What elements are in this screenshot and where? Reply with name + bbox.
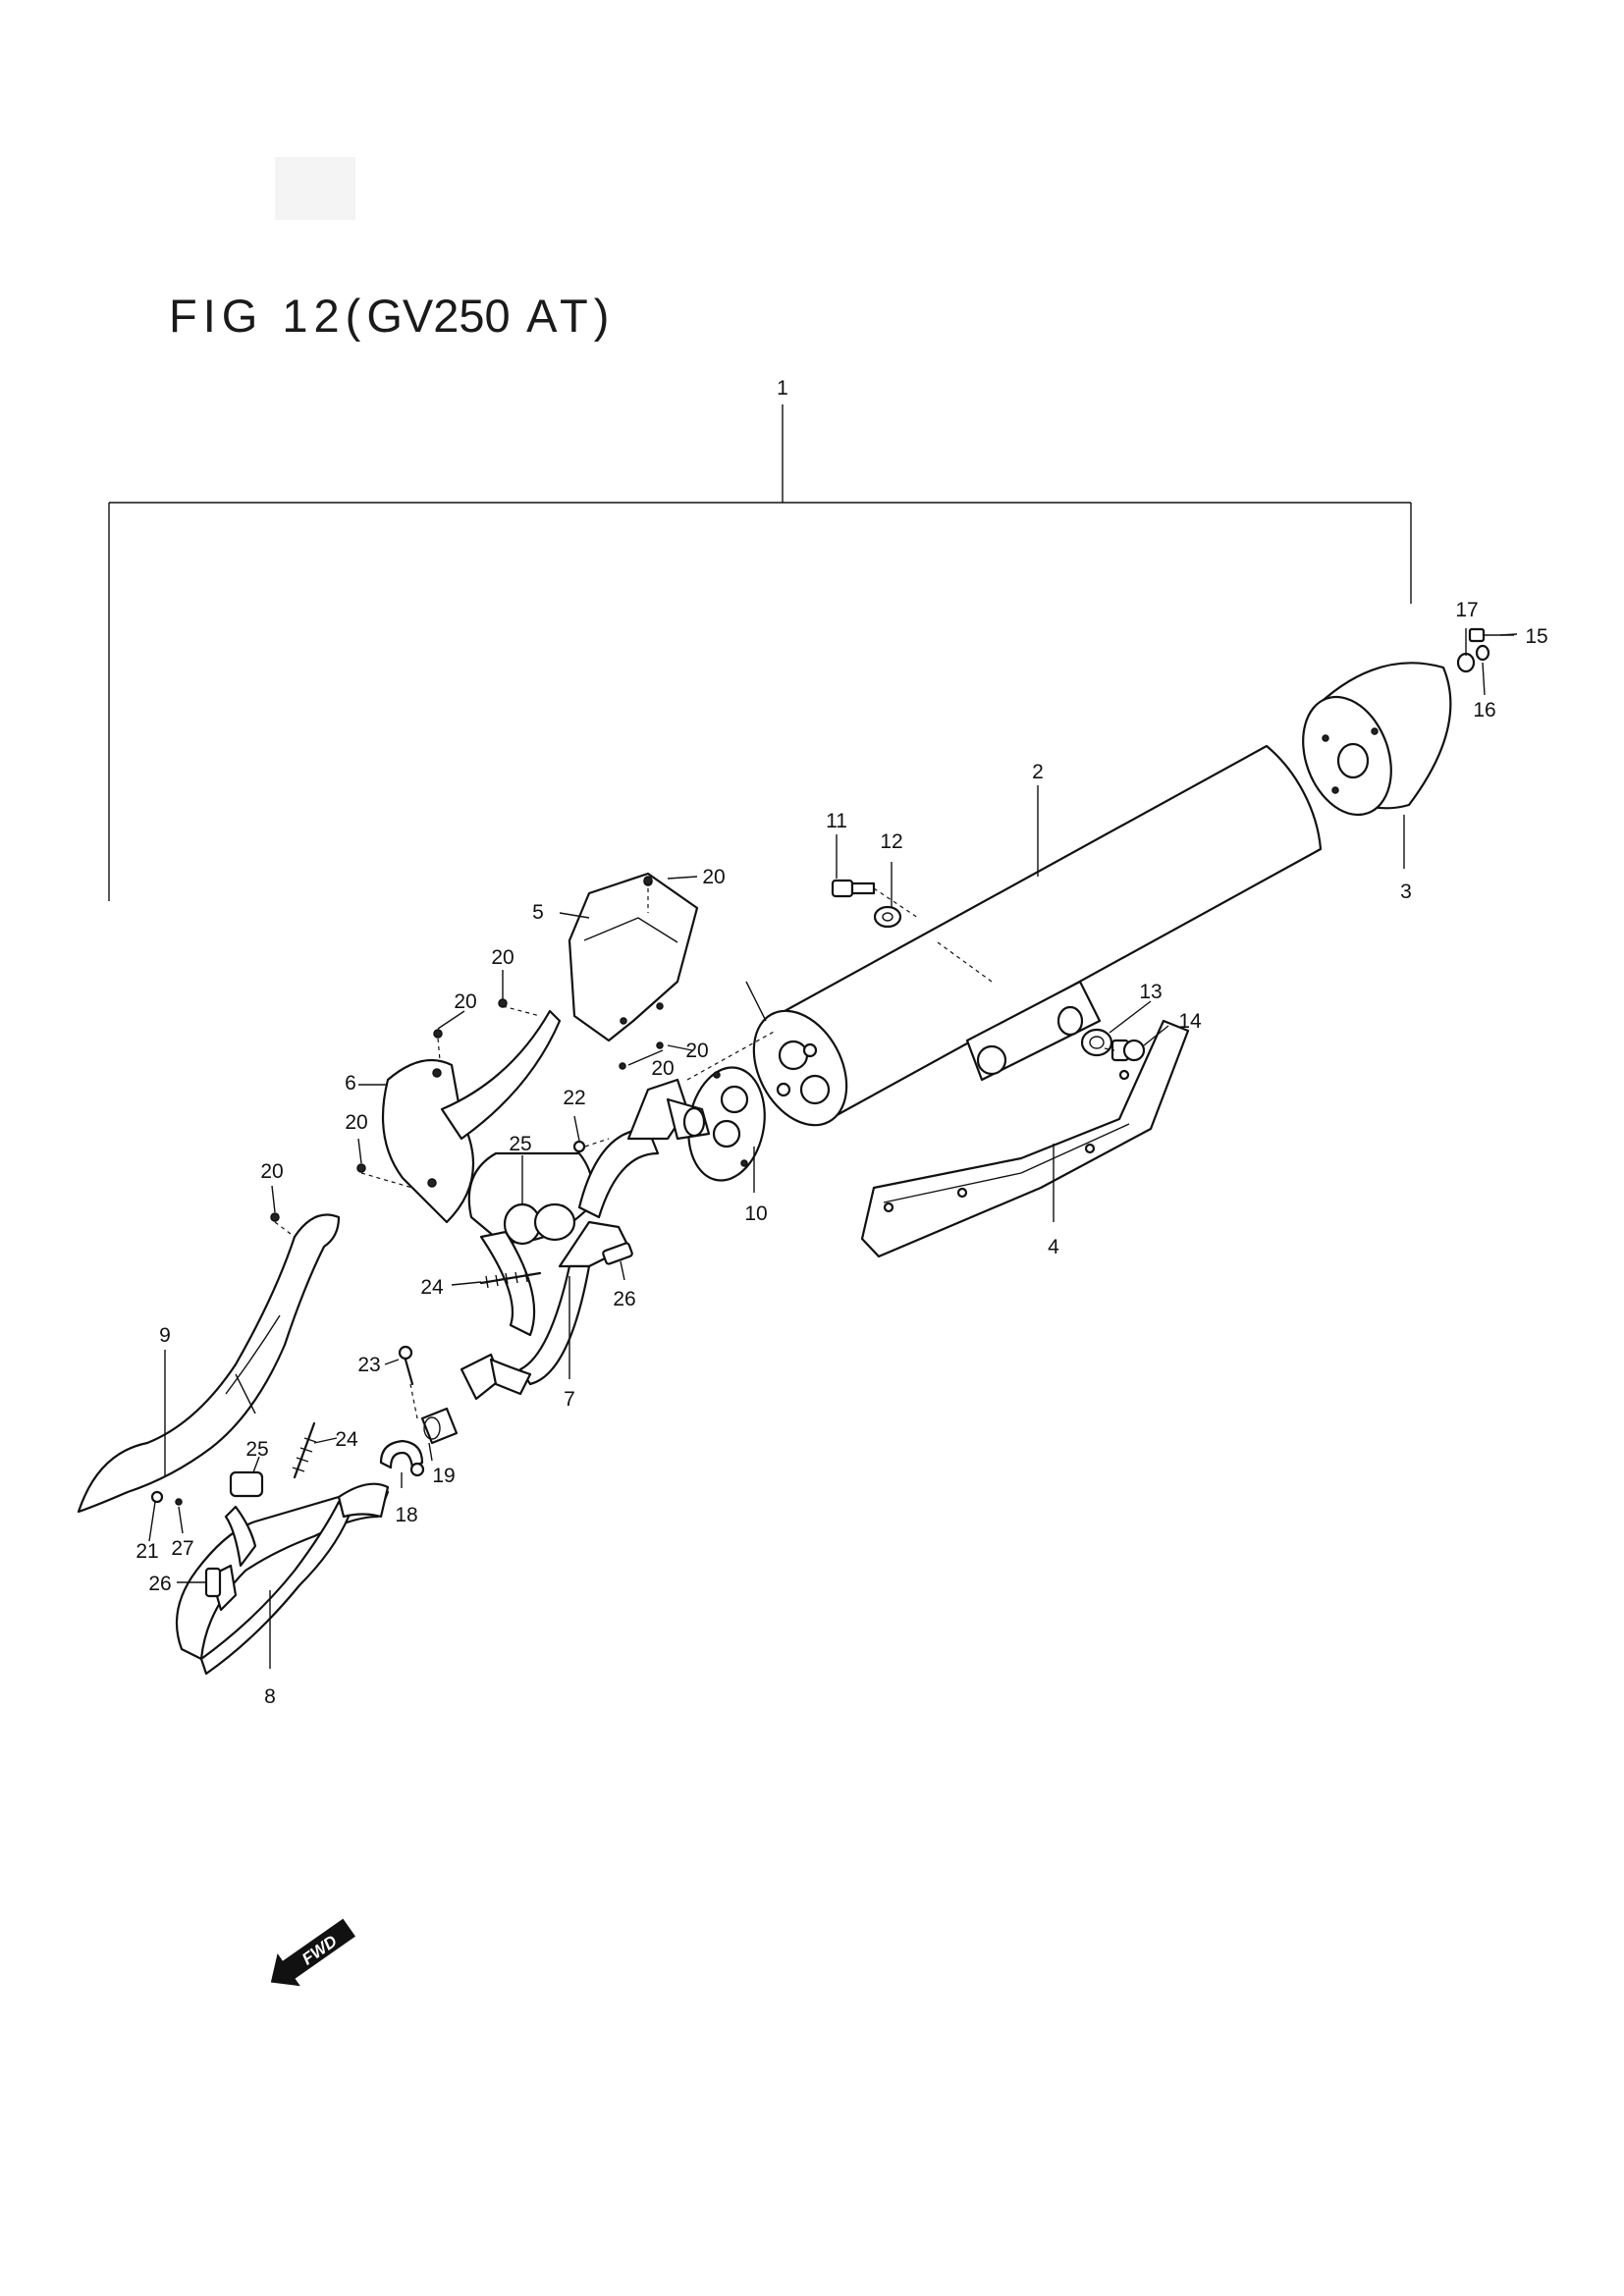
callout-2: 2 [1032, 761, 1044, 783]
gasket-10 [687, 1066, 766, 1182]
callout-22: 22 [563, 1087, 585, 1109]
muffler-mount-bracket [860, 1019, 1190, 1258]
title-model: GV250 [366, 290, 511, 342]
assembly-bracket [108, 404, 1412, 901]
title-prefix: FIG 12( [169, 290, 367, 342]
heat-shield-5 [568, 872, 699, 1042]
figure-title: FIG 12(GV250 AT) [169, 289, 615, 343]
callout-26a: 26 [613, 1288, 635, 1310]
callout-18: 18 [395, 1504, 417, 1526]
callout-12: 12 [880, 830, 902, 853]
gasket-19 [420, 1407, 459, 1445]
callout-25b: 25 [245, 1438, 268, 1461]
callout-labels: 1 2 3 4 5 6 7 8 9 10 11 12 13 14 15 16 1… [135, 377, 1547, 1708]
callout-20c: 20 [685, 1040, 708, 1062]
exhaust-pipe-7 [460, 1078, 711, 1401]
callout-1: 1 [777, 377, 788, 400]
callout-24a: 24 [420, 1276, 444, 1299]
callout-7: 7 [564, 1388, 575, 1411]
callout-9: 9 [159, 1324, 171, 1347]
callout-5: 5 [532, 901, 544, 924]
callout-27: 27 [171, 1537, 193, 1560]
corner-mark [275, 157, 355, 220]
callout-14: 14 [1178, 1010, 1202, 1033]
muffler-body [745, 744, 1323, 1127]
callout-16: 16 [1473, 699, 1495, 721]
end-cap-screw [1456, 627, 1514, 673]
fwd-arrow-icon: FWD [270, 1918, 355, 1987]
fasteners [150, 876, 664, 1598]
washer-12 [873, 905, 902, 929]
callout-20d: 20 [491, 946, 514, 969]
muffler-end-cap [1302, 662, 1452, 817]
callout-20f: 20 [345, 1111, 367, 1134]
heat-shield-9 [77, 1213, 341, 1514]
title-suffix: AT) [510, 290, 616, 342]
callout-3: 3 [1400, 881, 1412, 903]
callout-10: 10 [744, 1202, 767, 1225]
callout-11: 11 [826, 810, 847, 832]
callout-23: 23 [357, 1354, 380, 1376]
callout-20e: 20 [454, 990, 476, 1013]
assembly-lines [274, 888, 1115, 1419]
callout-25a: 25 [509, 1133, 531, 1155]
callout-6: 6 [345, 1072, 356, 1095]
callout-26b: 26 [148, 1573, 171, 1595]
callout-4: 4 [1048, 1236, 1059, 1258]
callout-21: 21 [135, 1540, 158, 1563]
clamp-18 [379, 1439, 425, 1477]
callout-8: 8 [264, 1685, 276, 1708]
bolt-11 [831, 879, 919, 919]
callout-20b: 20 [651, 1057, 674, 1080]
leader-lines [148, 628, 1518, 1669]
callout-15: 15 [1525, 625, 1547, 648]
callout-20a: 20 [702, 866, 725, 888]
callout-19: 19 [432, 1465, 455, 1487]
collar-13 [1080, 1028, 1113, 1057]
callout-13: 13 [1139, 981, 1162, 1003]
callout-24b: 24 [335, 1428, 358, 1451]
bolt-14 [1110, 1039, 1146, 1062]
callout-20g: 20 [260, 1160, 283, 1183]
callout-17: 17 [1455, 599, 1478, 621]
